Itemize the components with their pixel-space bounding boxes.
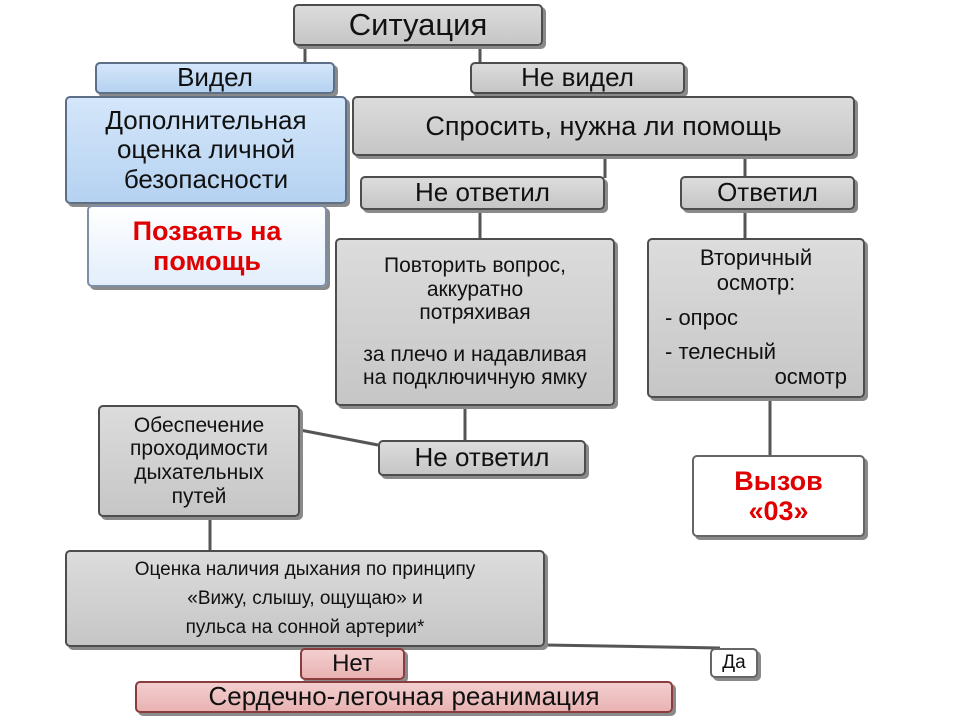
extra-check-line-3: безопасности — [123, 163, 289, 194]
call-help-box: Позвать на помощь — [87, 205, 327, 287]
ask-help-label: Спросить, нужна ли помощь — [425, 110, 782, 141]
airway-line-3: дыхательных — [134, 461, 264, 484]
answered-label: Ответил — [717, 177, 818, 208]
breathing-check-line-1: Оценка наличия дыхания по принципу — [134, 558, 476, 580]
no-answer-box-1: Не ответил — [360, 176, 605, 210]
breathing-check-line-2: «Вижу, слышу, ощущаю» и — [187, 587, 423, 609]
secondary-exam-line-4: - телесный — [665, 339, 777, 365]
no-box: Нет — [300, 648, 405, 680]
answered-box: Ответил — [680, 176, 855, 210]
airway-line-2: проходимости — [130, 437, 268, 461]
call-03-box: Вызов «03» — [692, 455, 865, 537]
call-03-line-2: «03» — [748, 496, 809, 526]
call-03-line-1: Вызов — [734, 465, 823, 496]
call-help-line-1: Позвать на — [132, 215, 282, 246]
secondary-exam-line-2: осмотр: — [716, 270, 796, 296]
secondary-exam-box: Вторичный осмотр: - опрос - телесный осм… — [647, 238, 865, 398]
secondary-exam-line-1: Вторичный — [699, 245, 813, 271]
secondary-exam-line-5: осмотр — [774, 363, 847, 389]
connector-breathing-yes — [544, 643, 721, 650]
yes-box: Да — [710, 648, 758, 678]
not-saw-label: Не видел — [521, 62, 634, 93]
no-label: Нет — [332, 649, 373, 677]
repeat-question-line-2: аккуратно — [426, 277, 524, 301]
not-saw-box: Не видел — [470, 62, 685, 94]
cpr-box: Сердечно-легочная реанимация — [135, 681, 673, 713]
secondary-exam-line-3: - опрос — [665, 304, 739, 330]
yes-label: Да — [722, 652, 746, 674]
saw-label: Видел — [177, 62, 253, 93]
breathing-check-box: Оценка наличия дыхания по принципу «Вижу… — [65, 550, 545, 647]
no-answer-box-2: Не ответил — [378, 440, 586, 476]
repeat-question-line-5: на подключичную ямку — [363, 366, 587, 390]
no-answer-label-1: Не ответил — [415, 177, 550, 208]
extra-check-line-2: оценка личной — [116, 134, 296, 165]
saw-box: Видел — [95, 62, 335, 94]
repeat-question-box: Повторить вопрос, аккуратно потряхивая з… — [335, 238, 615, 406]
cpr-label: Сердечно-легочная реанимация — [208, 681, 600, 712]
extra-check-box: Дополнительная оценка личной безопасност… — [65, 96, 347, 204]
extra-check-line-1: Дополнительная — [105, 105, 307, 136]
airway-line-1: Обеспечение — [133, 413, 265, 437]
call-help-line-2: помощь — [153, 246, 261, 276]
situation-box: Ситуация — [293, 4, 543, 46]
repeat-question-line-4: за плечо и надавливая — [363, 342, 587, 366]
connector-no-answer-airway — [299, 428, 379, 447]
airway-line-4: путей — [171, 484, 227, 508]
repeat-question-line-3: потряхивая — [419, 301, 531, 325]
airway-box: Обеспечение проходимости дыхательных пут… — [98, 405, 300, 517]
repeat-question-line-1: Повторить вопрос, — [384, 254, 566, 278]
breathing-check-line-3: пульса на сонной артерии* — [185, 617, 425, 639]
situation-label: Ситуация — [348, 6, 488, 42]
no-answer-label-2: Не ответил — [414, 442, 550, 473]
ask-help-box: Спросить, нужна ли помощь — [352, 96, 855, 156]
